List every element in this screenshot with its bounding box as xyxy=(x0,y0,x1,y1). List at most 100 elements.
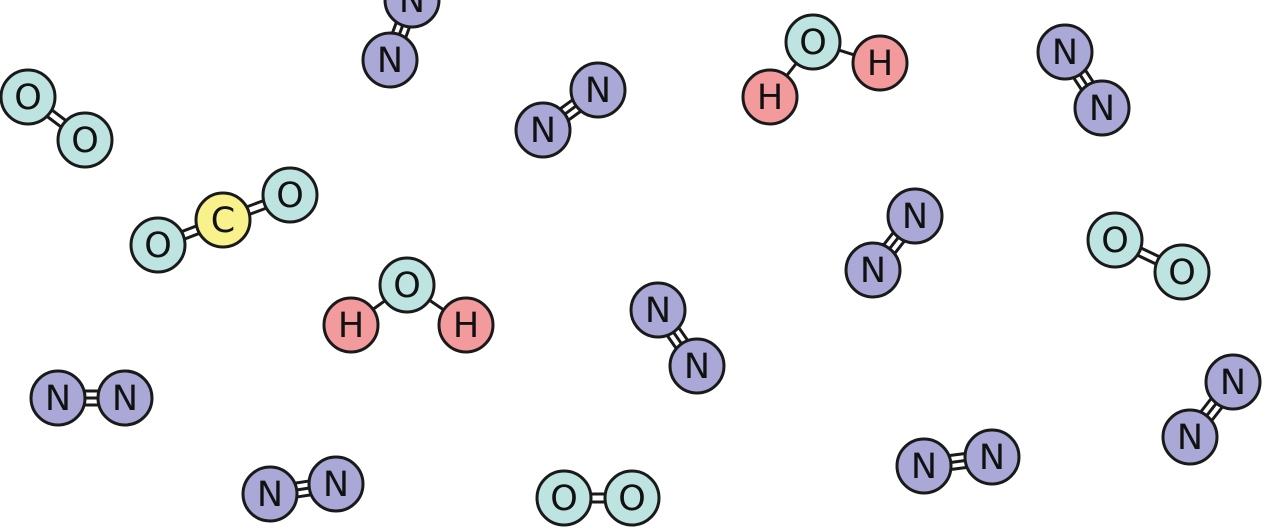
bond-line xyxy=(892,239,907,256)
molecule-n2: NN xyxy=(1161,353,1262,466)
atom-label: O xyxy=(71,121,99,161)
atom-label: O xyxy=(799,23,827,63)
atom-label: H xyxy=(338,306,364,346)
atom-o: O xyxy=(56,111,114,169)
atom-label: O xyxy=(618,479,646,519)
atom-circle xyxy=(0,68,57,126)
atom-circle xyxy=(844,241,902,299)
atom-circle xyxy=(56,111,114,169)
atom-h: H xyxy=(322,296,380,354)
atom-o: O xyxy=(535,469,593,527)
molecule-n2: NN xyxy=(629,281,726,395)
atom-o: O xyxy=(129,216,187,274)
bond-line xyxy=(665,333,679,351)
atom-n: N xyxy=(307,455,365,513)
atom-n: N xyxy=(963,428,1021,486)
atom-circle xyxy=(629,281,687,339)
molecule-o2: OO xyxy=(0,68,114,169)
atom-circle xyxy=(535,469,593,527)
atom-o: O xyxy=(1153,243,1211,301)
atom-circle xyxy=(261,166,319,224)
atom-label: H xyxy=(867,44,893,84)
atom-label: H xyxy=(453,306,479,346)
bond-line xyxy=(558,97,575,111)
atom-label: O xyxy=(276,176,304,216)
bond-line xyxy=(179,223,199,234)
bond-line xyxy=(182,231,202,242)
atom-circle xyxy=(569,61,627,119)
atom-n: N xyxy=(844,241,902,299)
atom-label: N xyxy=(112,379,138,419)
atom-circle xyxy=(1086,211,1144,269)
molecule-n2: NN xyxy=(1036,23,1131,137)
atom-label: N xyxy=(585,71,611,111)
bond-line xyxy=(244,198,266,209)
atom-label: N xyxy=(911,447,937,487)
atom-o: O xyxy=(784,13,842,71)
atom-o: O xyxy=(603,469,661,527)
atom-circle xyxy=(741,68,799,126)
atom-n: N xyxy=(668,337,726,395)
bond-line xyxy=(49,107,69,123)
atom-label: O xyxy=(1168,253,1196,293)
bond-line xyxy=(293,479,311,485)
atom-label: N xyxy=(377,41,403,81)
molecule-h2o: HOH xyxy=(322,256,495,354)
molecule-n2: NN xyxy=(514,61,627,159)
atom-n: N xyxy=(361,31,419,89)
atom-circle xyxy=(886,187,944,245)
bond-line xyxy=(1209,405,1225,423)
bond-line xyxy=(566,109,583,123)
atom-label: N xyxy=(399,0,425,21)
atom-label: N xyxy=(530,111,556,151)
atom-n: N xyxy=(1204,353,1262,411)
atom-h: H xyxy=(741,68,799,126)
molecule-h2o: HOH xyxy=(741,13,909,126)
atom-o: O xyxy=(378,256,436,314)
atom-o: O xyxy=(261,166,319,224)
bond-line xyxy=(881,230,896,247)
atom-circle xyxy=(668,337,726,395)
atom-label: H xyxy=(757,78,783,118)
atom-label: N xyxy=(860,251,886,291)
atom-o: O xyxy=(1086,211,1144,269)
atom-circle xyxy=(963,428,1021,486)
bond-line xyxy=(247,206,269,217)
atom-label: N xyxy=(323,465,349,505)
atom-label: N xyxy=(1089,89,1115,129)
atom-circle xyxy=(361,31,419,89)
atom-n: N xyxy=(383,0,441,29)
atom-h: H xyxy=(851,34,909,92)
atom-label: N xyxy=(979,438,1005,478)
bond-line xyxy=(44,114,64,130)
bond-line xyxy=(949,465,969,472)
atom-label: O xyxy=(14,78,42,118)
atom-label: N xyxy=(1052,33,1078,73)
atom-n: N xyxy=(886,187,944,245)
atom-circle xyxy=(96,369,154,427)
atom-label: N xyxy=(1220,363,1246,403)
atom-circle xyxy=(194,191,252,249)
atom-circle xyxy=(378,256,436,314)
atom-n: N xyxy=(895,437,953,495)
atom-label: O xyxy=(550,479,578,519)
atom-n: N xyxy=(569,61,627,119)
atom-circle xyxy=(514,101,572,159)
atom-circle xyxy=(307,455,365,513)
atom-label: N xyxy=(902,197,928,237)
bond-line xyxy=(1198,396,1214,414)
atom-h: H xyxy=(437,296,495,354)
atom-circle xyxy=(784,13,842,71)
atom-c: C xyxy=(194,191,252,249)
bond-line xyxy=(295,493,313,499)
atom-label: O xyxy=(144,226,172,266)
atom-n: N xyxy=(514,101,572,159)
bond-line xyxy=(1138,245,1162,259)
bond-line xyxy=(426,297,447,313)
atom-label: N xyxy=(645,291,671,331)
bond-line xyxy=(676,325,690,343)
atom-circle xyxy=(895,437,953,495)
